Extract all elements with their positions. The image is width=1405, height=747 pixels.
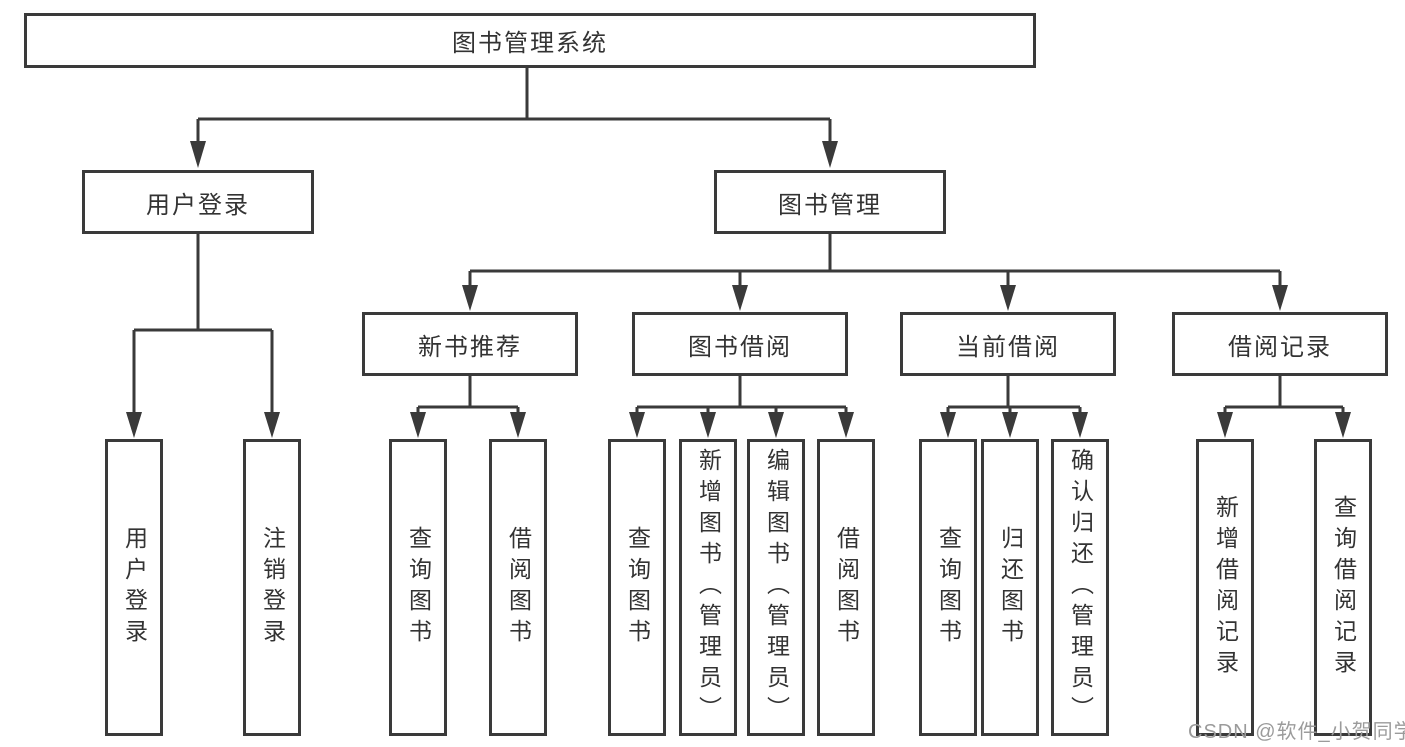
node-leaf-edit-books-admin: 编辑图书（管理员） xyxy=(747,439,805,736)
node-leaf-borrow-books-1: 借阅图书 xyxy=(489,439,547,736)
node-leaf-query-books-1: 查询图书 xyxy=(389,439,447,736)
node-leaf-query-books-2: 查询图书 xyxy=(608,439,666,736)
connector-borrowing-records-children xyxy=(1217,376,1351,438)
node-leaf-return-books: 归还图书 xyxy=(981,439,1039,736)
connector-book-borrowing-children xyxy=(629,376,854,438)
connector-root-to-level2 xyxy=(190,68,838,168)
node-leaf-add-books-admin: 新增图书（管理员） xyxy=(679,439,737,736)
node-leaf-user-login: 用户登录 xyxy=(105,439,163,736)
node-leaf-borrow-books-2: 借阅图书 xyxy=(817,439,875,736)
node-leaf-logout: 注销登录 xyxy=(243,439,301,736)
node-leaf-query-books-3: 查询图书 xyxy=(919,439,977,736)
node-leaf-confirm-return-admin: 确认归还（管理员） xyxy=(1051,439,1109,736)
node-current-borrowing: 当前借阅 xyxy=(900,312,1116,376)
node-book-management: 图书管理 xyxy=(714,170,946,234)
node-root-system: 图书管理系统 xyxy=(24,13,1036,68)
connector-book-management-children xyxy=(462,234,1288,311)
node-leaf-query-borrow-record: 查询借阅记录 xyxy=(1314,439,1372,736)
connector-new-book-recommend-children xyxy=(410,376,526,438)
csdn-watermark: CSDN @软件_小贺同学 xyxy=(1188,721,1405,743)
node-leaf-add-borrow-record: 新增借阅记录 xyxy=(1196,439,1254,736)
node-book-borrowing: 图书借阅 xyxy=(632,312,848,376)
connector-user-login-children xyxy=(126,234,280,438)
connector-current-borrowing-children xyxy=(940,376,1088,438)
node-borrowing-records: 借阅记录 xyxy=(1172,312,1388,376)
node-new-book-recommend: 新书推荐 xyxy=(362,312,578,376)
node-user-login: 用户登录 xyxy=(82,170,314,234)
